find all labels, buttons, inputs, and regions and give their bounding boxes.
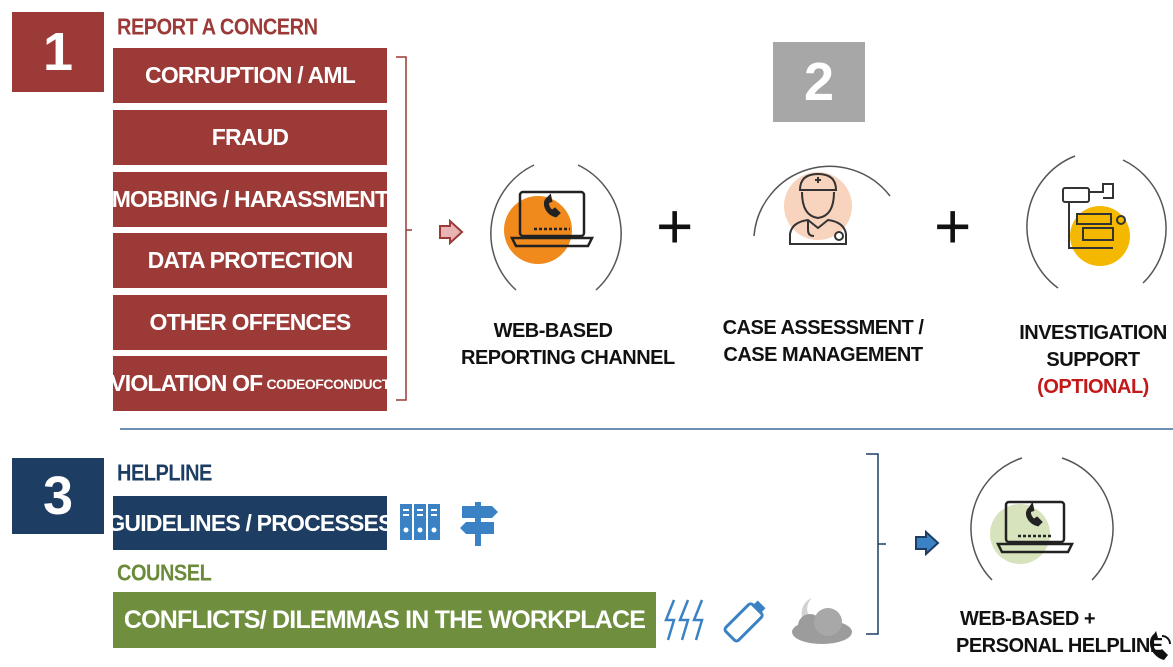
guidelines-processes-bar: GUIDELINES / PROCESSES — [107, 496, 393, 550]
helpline-heading: HELPLINE — [117, 461, 212, 487]
category-fraud: FRAUD — [113, 110, 387, 165]
case-assessment-circle — [753, 165, 891, 245]
plus-operator-2: + — [934, 190, 972, 262]
report-concern-heading: REPORT A CONCERN — [117, 15, 318, 41]
empty-battery-icon — [723, 600, 766, 643]
category-corruption: CORRUPTION / AML — [113, 48, 387, 103]
arrow-right-icon — [439, 219, 464, 245]
signpost-icon — [460, 502, 498, 546]
cloudy-moon-icon — [792, 598, 852, 644]
web-reporting-caption: WEB-BASED REPORTING CHANNEL — [461, 320, 675, 369]
step-number-3: 3 — [12, 458, 104, 534]
conflicts-dilemmas-bar: CONFLICTS/ DILEMMAS IN THE WORKPLACE — [113, 592, 656, 648]
section-divider — [120, 428, 1173, 430]
plus-operator-1: + — [656, 190, 694, 262]
category-other-offences: OTHER OFFENCES — [113, 295, 387, 350]
arrow-right-blue-icon — [915, 530, 940, 556]
step-number-1: 1 — [12, 12, 104, 92]
category-data-protection: DATA PROTECTION — [113, 233, 387, 288]
case-assessment-caption: CASE ASSESSMENT / CASE MANAGEMENT — [722, 317, 924, 366]
investigation-circle — [1026, 155, 1167, 289]
lightning-icon — [664, 599, 704, 641]
microscope-icon — [1062, 183, 1126, 249]
binders-icon — [400, 504, 440, 540]
optional-label: (OPTIONAL) — [1037, 376, 1149, 398]
step-number-2: 2 — [773, 42, 865, 122]
phone-call-icon — [1149, 631, 1171, 660]
counsel-heading: COUNSEL — [117, 561, 212, 587]
section1-bracket — [396, 56, 412, 401]
helpline-circle — [970, 457, 1114, 581]
helpline-caption: WEB-BASED + PERSONAL HELPLINE — [956, 608, 1163, 657]
doctor-icon — [789, 172, 847, 245]
web-reporting-circle — [490, 164, 622, 291]
category-mobbing: MOBBING / HARASSMENT — [112, 172, 389, 227]
investigation-caption: INVESTIGATION SUPPORT (OPTIONAL) — [1015, 320, 1171, 401]
section3-bracket — [866, 453, 886, 635]
laptop-phone-icon — [509, 190, 595, 248]
